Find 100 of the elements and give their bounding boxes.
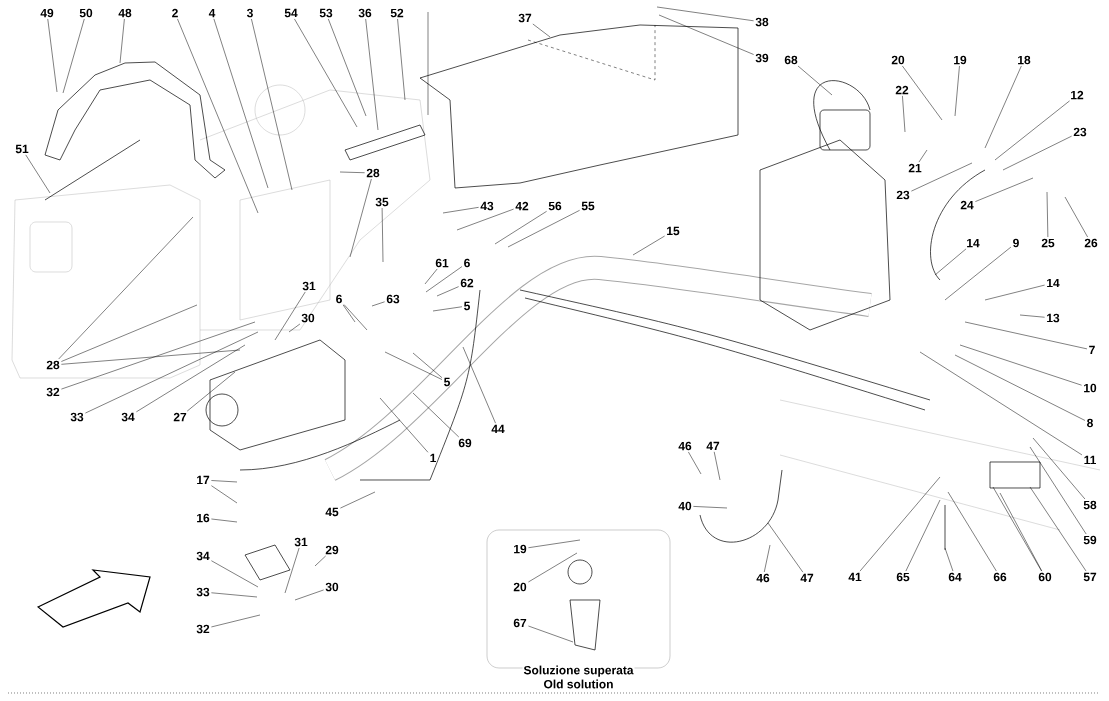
callout-number: 61 xyxy=(435,258,449,268)
callout-number: 19 xyxy=(514,544,527,554)
callout-number: 37 xyxy=(518,13,532,23)
callout-number: 42 xyxy=(515,201,529,211)
leader-line xyxy=(397,18,406,101)
leader-line xyxy=(507,210,580,248)
callout-number: 10 xyxy=(1084,383,1097,393)
callout-number: 1 xyxy=(430,453,436,463)
leader-line xyxy=(61,321,256,390)
leader-line xyxy=(288,323,301,333)
callout-number: 12 xyxy=(1071,90,1084,100)
leader-line xyxy=(343,304,368,331)
callout-number: 36 xyxy=(358,8,372,18)
callout-number: 68 xyxy=(784,55,798,65)
leader-line xyxy=(412,392,460,438)
callout-number: 4 xyxy=(208,8,216,18)
callout-number: 43 xyxy=(480,201,494,211)
leader-line xyxy=(412,352,443,378)
leader-line xyxy=(340,491,376,509)
callout-number: 38 xyxy=(755,17,769,27)
leader-line xyxy=(1046,191,1049,238)
leader-line xyxy=(432,306,463,312)
leader-line xyxy=(528,552,578,583)
callout-number: 6 xyxy=(336,294,342,304)
callout-number: 51 xyxy=(15,144,29,154)
leader-line xyxy=(688,451,702,475)
callout-number: 31 xyxy=(302,281,316,291)
callout-number: 9 xyxy=(1013,238,1019,248)
callout-number: 28 xyxy=(46,360,60,370)
leader-line xyxy=(462,346,496,424)
callout-number: 13 xyxy=(1047,313,1060,323)
callout-number: 64 xyxy=(948,572,962,582)
callout-number: 44 xyxy=(491,424,505,434)
callout-number: 46 xyxy=(678,441,692,451)
callout-number: 6 xyxy=(464,258,470,268)
callout-number: 17 xyxy=(197,475,210,485)
callout-number: 28 xyxy=(366,168,380,178)
leader-line xyxy=(342,304,356,323)
callout-number: 3 xyxy=(246,8,253,18)
callout-number: 11 xyxy=(1084,455,1096,465)
leader-line xyxy=(918,149,928,163)
leader-line xyxy=(274,291,306,341)
callout-number: 41 xyxy=(848,572,862,582)
leader-line xyxy=(136,344,246,413)
leader-line xyxy=(442,207,479,214)
leader-line xyxy=(328,18,367,117)
callout-number: 32 xyxy=(196,624,210,634)
leader-line xyxy=(314,555,326,567)
leader-line xyxy=(436,286,459,297)
leader-line xyxy=(934,248,967,276)
leader-line xyxy=(905,499,941,572)
callout-number: 40 xyxy=(678,501,692,511)
callout-number: 27 xyxy=(173,412,187,422)
callout-number: 58 xyxy=(1083,500,1097,510)
leader-line xyxy=(984,284,1045,301)
callout-number: 23 xyxy=(1073,127,1087,137)
callout-number: 29 xyxy=(325,545,339,555)
callout-number: 7 xyxy=(1089,345,1095,355)
leader-line xyxy=(944,547,954,572)
callout-number: 33 xyxy=(70,412,84,422)
callout-number: 35 xyxy=(375,197,389,207)
leader-line xyxy=(1002,135,1072,171)
leader-line xyxy=(1019,314,1045,318)
leader-line xyxy=(767,522,804,573)
leader-line xyxy=(85,331,259,414)
leader-line xyxy=(984,65,1022,149)
callout-number: 48 xyxy=(118,8,132,18)
callout-number: 63 xyxy=(386,294,400,304)
leader-line xyxy=(959,344,1082,386)
callout-number: 56 xyxy=(548,201,562,211)
leader-line xyxy=(25,154,51,194)
leader-line xyxy=(947,491,997,572)
inset-caption: Soluzione superata Old solution xyxy=(522,664,635,690)
leader-line xyxy=(902,95,906,133)
leader-line xyxy=(1029,486,1087,572)
leader-line xyxy=(764,544,771,573)
leader-line xyxy=(251,18,293,191)
leader-line xyxy=(494,211,547,245)
leader-line xyxy=(294,18,358,128)
leader-line xyxy=(61,349,241,365)
leader-line xyxy=(944,246,1012,301)
leader-line xyxy=(211,614,261,628)
leader-line xyxy=(349,178,372,258)
leader-line xyxy=(797,65,833,96)
callout-number: 19 xyxy=(954,55,967,65)
callout-number: 20 xyxy=(513,582,527,592)
callout-number: 34 xyxy=(196,551,210,561)
leader-line xyxy=(919,351,1083,456)
leader-line xyxy=(911,162,973,192)
leader-line xyxy=(119,18,125,64)
leader-line xyxy=(213,18,269,189)
leader-line xyxy=(1032,437,1086,500)
callout-number: 45 xyxy=(325,507,339,517)
leader-line xyxy=(656,6,754,22)
callout-number: 69 xyxy=(458,438,472,448)
leader-line xyxy=(975,177,1034,202)
callout-number: 47 xyxy=(706,441,720,451)
leader-line xyxy=(211,592,258,598)
callout-number: 2 xyxy=(172,8,178,18)
callout-number: 46 xyxy=(756,573,770,583)
